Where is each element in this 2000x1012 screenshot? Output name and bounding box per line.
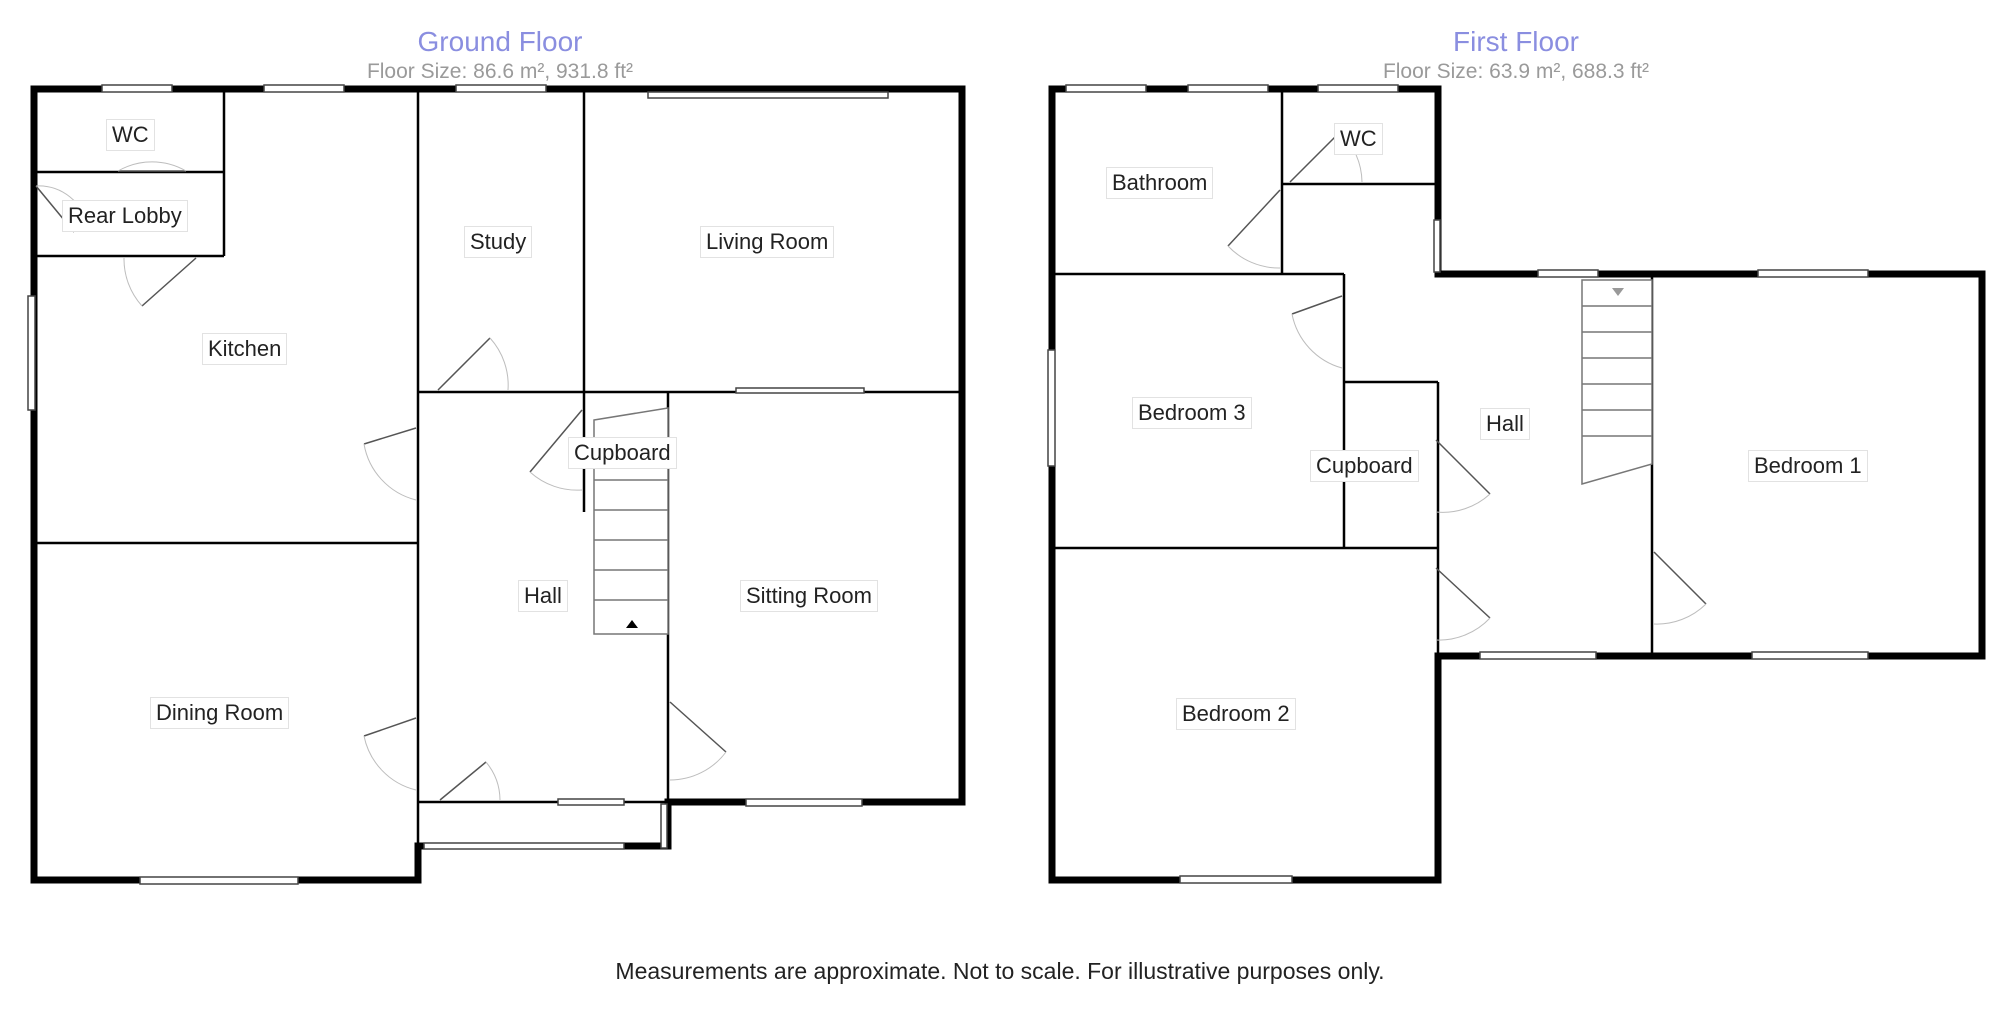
first-outer-wall — [1048, 85, 1986, 884]
room-label-rear-lobby: Rear Lobby — [62, 200, 188, 232]
room-label-bedroom-3: Bedroom 3 — [1132, 397, 1252, 429]
room-label-bedroom-1: Bedroom 1 — [1748, 450, 1868, 482]
room-label-ground-hall: Hall — [518, 580, 568, 612]
room-label-first-wc: WC — [1334, 123, 1383, 155]
room-label-ground-cupboard: Cupboard — [568, 437, 677, 469]
first-stairs — [1581, 279, 1653, 485]
ground-floor-title: Ground Floor — [417, 26, 583, 57]
room-label-bathroom: Bathroom — [1106, 167, 1214, 199]
room-label-dining-room: Dining Room — [150, 697, 290, 729]
disclaimer-text: Measurements are approximate. Not to sca… — [615, 958, 1385, 984]
ground-windows — [27, 84, 889, 885]
room-label-first-cupboard: Cupboard — [1310, 450, 1419, 482]
room-label-bedroom-2: Bedroom 2 — [1176, 698, 1296, 730]
ground-doors — [35, 161, 727, 801]
room-label-sitting-room: Sitting Room — [740, 580, 878, 612]
room-label-ground-wc: WC — [106, 119, 155, 151]
room-label-study: Study — [464, 226, 533, 258]
room-label-first-hall: Hall — [1480, 408, 1530, 440]
ground-floor-size: Floor Size: 86.6 m², 931.8 ft² — [366, 60, 634, 83]
first-floor-plan — [1047, 84, 1986, 884]
room-label-kitchen: Kitchen — [202, 333, 288, 365]
first-floor-size: Floor Size: 63.9 m², 688.3 ft² — [1382, 60, 1650, 83]
first-floor-title: First Floor — [1453, 26, 1579, 57]
first-doors — [1227, 131, 1707, 641]
room-label-living-room: Living Room — [700, 226, 835, 258]
first-windows — [1047, 84, 1869, 884]
